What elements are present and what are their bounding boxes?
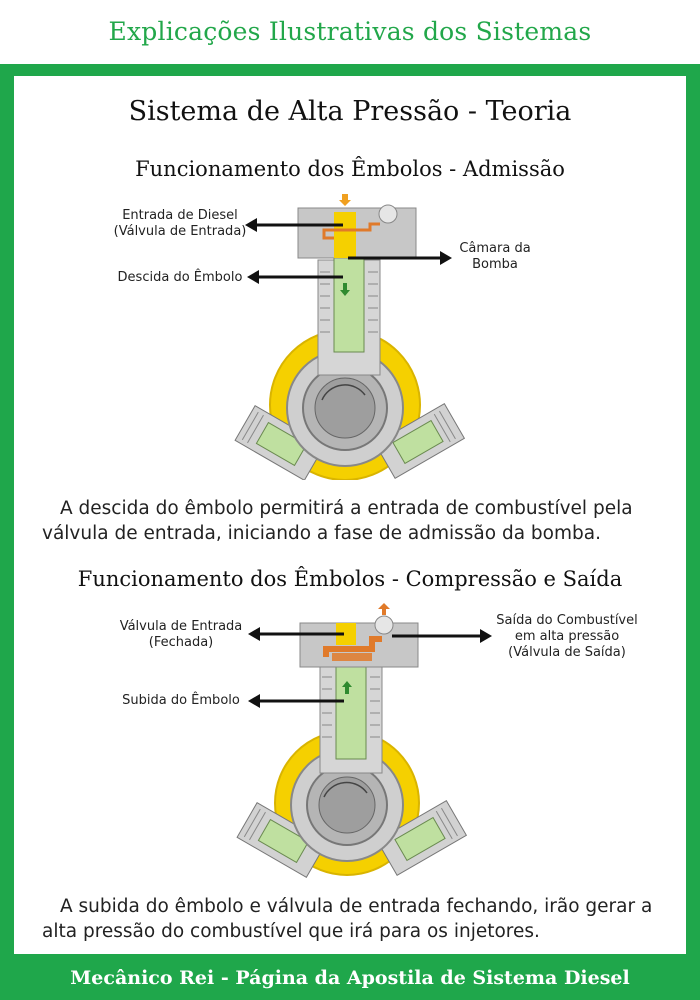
label-inlet-closed: Válvula de Entrada (Fechada) [112,619,250,651]
paragraph-compression: A subida do êmbolo e válvula de entrada … [42,896,653,942]
label-outlet-line3: (Válvula de Saída) [508,645,626,660]
label-piston-up: Subida do Êmbolo [122,693,240,708]
page-title: Sistema de Alta Pressão - Teoria [128,96,572,127]
arrow-down-icon [339,194,351,206]
pump-diagram-admission [234,204,466,480]
arrow-left-icon [248,627,344,641]
label-chamber-line2: Bomba [472,257,518,272]
arrow-left-icon [245,218,343,232]
arrow-right-icon [392,629,492,643]
label-inlet-line2: (Válvula de Entrada) [113,224,247,239]
arrow-left-icon [247,270,343,284]
paragraph-admission: A descida do êmbolo permitirá a entrada … [42,498,633,544]
arrow-down-icon [340,283,350,296]
label-inlet-line1: Entrada de Diesel [122,208,238,223]
pump-diagram-compression [236,615,468,879]
arrow-up-icon [378,603,390,615]
label-chamber-line1: Câmara da [459,241,531,256]
label-outlet-line2: em alta pressão [514,629,620,644]
label-outlet: Saída do Combustível em alta pressão (Vá… [492,613,642,661]
arrow-right-icon [348,251,452,265]
footer-text: Mecânico Rei - Página da Apostila de Sis… [70,967,630,989]
arrow-up-icon [342,681,352,694]
section-title-compression: Funcionamento dos Êmbolos - Compressão e… [77,567,623,591]
label-inlet-closed-line2: (Fechada) [148,635,214,650]
label-piston-down: Descida do Êmbolo [117,270,243,285]
label-outlet-line1: Saída do Combustível [496,613,638,628]
label-inlet: Entrada de Diesel (Válvula de Entrada) [112,208,248,240]
arrow-left-icon [248,694,344,708]
label-inlet-closed-line1: Válvula de Entrada [119,619,243,634]
section-title-admission: Funcionamento dos Êmbolos - Admissão [135,157,565,181]
header-title: Explicações Ilustrativas dos Sistemas [108,16,592,46]
label-chamber: Câmara da Bomba [450,241,540,273]
